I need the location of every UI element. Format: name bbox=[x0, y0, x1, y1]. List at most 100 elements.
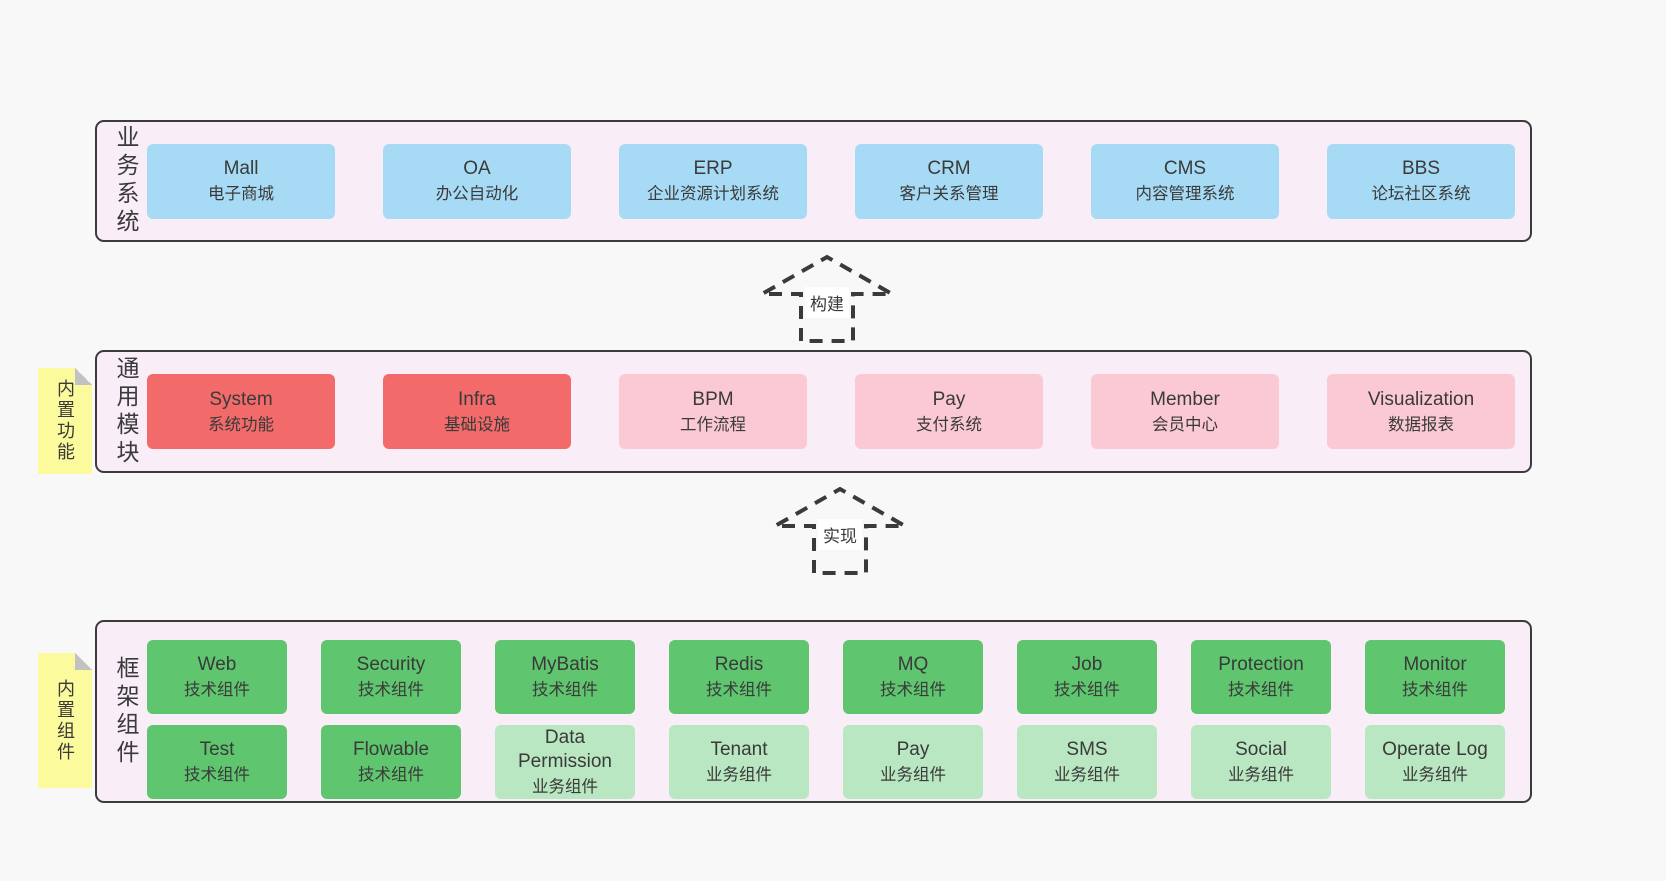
box-subtitle: 技术组件 bbox=[358, 766, 424, 785]
box-title: Pay bbox=[896, 739, 930, 761]
box-flowable: Flowable 技术组件 bbox=[321, 725, 461, 799]
dashed-up-arrow-icon bbox=[772, 486, 908, 575]
box-subtitle: 工作流程 bbox=[680, 415, 746, 434]
box-subtitle: 客户关系管理 bbox=[899, 185, 999, 204]
box-title: Job bbox=[1071, 654, 1103, 676]
box-erp: ERP 企业资源计划系统 bbox=[619, 143, 807, 219]
box-title: Operate Log bbox=[1382, 739, 1488, 761]
box-title: Tenant bbox=[710, 739, 768, 761]
box-protection: Protection 技术组件 bbox=[1191, 640, 1331, 714]
box-subtitle: 内容管理系统 bbox=[1135, 185, 1235, 204]
box-title: CRM bbox=[927, 158, 971, 180]
sticky-note-text: 内置功能 bbox=[55, 379, 75, 463]
box-operate-log: Operate Log 业务组件 bbox=[1365, 725, 1505, 799]
up-arrow-implement: 实现 bbox=[772, 486, 908, 576]
arrow-label-implement: 实现 bbox=[818, 519, 862, 550]
box-subtitle: 业务组件 bbox=[1402, 766, 1468, 785]
arrow-label-build: 构建 bbox=[805, 287, 849, 318]
box-title: Pay bbox=[932, 388, 966, 410]
box-title: Redis bbox=[714, 654, 764, 676]
box-subtitle: 业务组件 bbox=[706, 766, 772, 785]
section-framework-components: 框架组件 Web 技术组件 Security 技术组件 MyBatis 技术组件… bbox=[95, 620, 1532, 803]
folded-corner-icon bbox=[75, 653, 92, 670]
module-boxes: System 系统功能 Infra 基础设施 BPM 工作流程 Pay 支付系统… bbox=[147, 374, 1515, 449]
box-title: Infra bbox=[457, 388, 497, 410]
box-sms: SMS 业务组件 bbox=[1017, 725, 1157, 799]
box-system: System 系统功能 bbox=[147, 374, 335, 449]
box-subtitle: 支付系统 bbox=[916, 415, 982, 434]
box-title: BBS bbox=[1401, 158, 1441, 180]
box-title: OA bbox=[463, 158, 491, 180]
sticky-note-builtin-components: 内置组件 bbox=[38, 653, 92, 788]
box-redis: Redis 技术组件 bbox=[669, 640, 809, 714]
box-subtitle: 企业资源计划系统 bbox=[647, 185, 779, 204]
box-subtitle: 基础设施 bbox=[444, 415, 510, 434]
box-subtitle: 系统功能 bbox=[208, 415, 274, 434]
box-bbs: BBS 论坛社区系统 bbox=[1327, 143, 1515, 219]
box-title: Mall bbox=[223, 158, 259, 180]
component-rows: Web 技术组件 Security 技术组件 MyBatis 技术组件 Redi… bbox=[147, 640, 1505, 799]
box-pay-component: Pay 业务组件 bbox=[843, 725, 983, 799]
box-title: ERP bbox=[693, 158, 733, 180]
box-pay-module: Pay 支付系统 bbox=[855, 374, 1043, 449]
box-mq: MQ 技术组件 bbox=[843, 640, 983, 714]
box-test: Test 技术组件 bbox=[147, 725, 287, 799]
dashed-up-arrow-icon bbox=[759, 254, 895, 343]
up-arrow-build: 构建 bbox=[759, 254, 895, 344]
box-infra: Infra 基础设施 bbox=[383, 374, 571, 449]
box-subtitle: 技术组件 bbox=[1402, 681, 1468, 700]
box-tenant: Tenant 业务组件 bbox=[669, 725, 809, 799]
section-business-systems: 业务系统 Mall 电子商城 OA 办公自动化 ERP 企业资源计划系统 CRM… bbox=[95, 120, 1532, 242]
box-mall: Mall 电子商城 bbox=[147, 143, 335, 219]
box-web: Web 技术组件 bbox=[147, 640, 287, 714]
box-title: BPM bbox=[692, 388, 734, 410]
box-subtitle: 数据报表 bbox=[1388, 415, 1454, 434]
section-label-modules: 通用模块 bbox=[113, 355, 139, 468]
box-oa: OA 办公自动化 bbox=[383, 143, 571, 219]
folded-corner-icon bbox=[75, 368, 92, 385]
box-subtitle: 会员中心 bbox=[1152, 415, 1218, 434]
box-bpm: BPM 工作流程 bbox=[619, 374, 807, 449]
box-title: SMS bbox=[1066, 739, 1108, 761]
section-label-components: 框架组件 bbox=[113, 655, 139, 768]
box-title: Data Permission bbox=[518, 727, 612, 773]
box-subtitle: 技术组件 bbox=[706, 681, 772, 700]
box-title: MQ bbox=[897, 654, 929, 676]
box-title: MyBatis bbox=[531, 654, 599, 676]
box-job: Job 技术组件 bbox=[1017, 640, 1157, 714]
box-subtitle: 业务组件 bbox=[880, 766, 946, 785]
box-title: Social bbox=[1235, 739, 1287, 761]
sticky-note-builtin-features: 内置功能 bbox=[38, 368, 92, 474]
box-cms: CMS 内容管理系统 bbox=[1091, 143, 1279, 219]
sticky-note-text: 内置组件 bbox=[55, 678, 75, 763]
box-title: Protection bbox=[1218, 654, 1304, 676]
box-subtitle: 技术组件 bbox=[358, 681, 424, 700]
box-security: Security 技术组件 bbox=[321, 640, 461, 714]
box-title: Member bbox=[1150, 388, 1220, 410]
box-title: CMS bbox=[1163, 158, 1207, 180]
box-mybatis: MyBatis 技术组件 bbox=[495, 640, 635, 714]
box-subtitle: 技术组件 bbox=[880, 681, 946, 700]
box-visualization: Visualization 数据报表 bbox=[1327, 374, 1515, 449]
box-subtitle: 技术组件 bbox=[532, 681, 598, 700]
box-subtitle: 技术组件 bbox=[1054, 681, 1120, 700]
box-title: Monitor bbox=[1403, 654, 1467, 676]
box-subtitle: 电子商城 bbox=[208, 185, 274, 204]
box-crm: CRM 客户关系管理 bbox=[855, 143, 1043, 219]
box-title: Security bbox=[356, 654, 426, 676]
box-subtitle: 办公自动化 bbox=[435, 185, 519, 204]
box-title: Flowable bbox=[352, 739, 430, 761]
box-social: Social 业务组件 bbox=[1191, 725, 1331, 799]
box-subtitle: 技术组件 bbox=[1228, 681, 1294, 700]
box-subtitle: 技术组件 bbox=[184, 681, 250, 700]
section-common-modules: 通用模块 System 系统功能 Infra 基础设施 BPM 工作流程 Pay… bbox=[95, 350, 1532, 473]
component-row-2: Test 技术组件 Flowable 技术组件 Data Permission … bbox=[147, 725, 1505, 799]
box-monitor: Monitor 技术组件 bbox=[1365, 640, 1505, 714]
box-member: Member 会员中心 bbox=[1091, 374, 1279, 449]
box-title: Visualization bbox=[1367, 388, 1475, 410]
box-data-permission: Data Permission 业务组件 bbox=[495, 725, 635, 799]
component-row-1: Web 技术组件 Security 技术组件 MyBatis 技术组件 Redi… bbox=[147, 640, 1505, 714]
box-subtitle: 业务组件 bbox=[1054, 766, 1120, 785]
box-subtitle: 论坛社区系统 bbox=[1371, 185, 1471, 204]
